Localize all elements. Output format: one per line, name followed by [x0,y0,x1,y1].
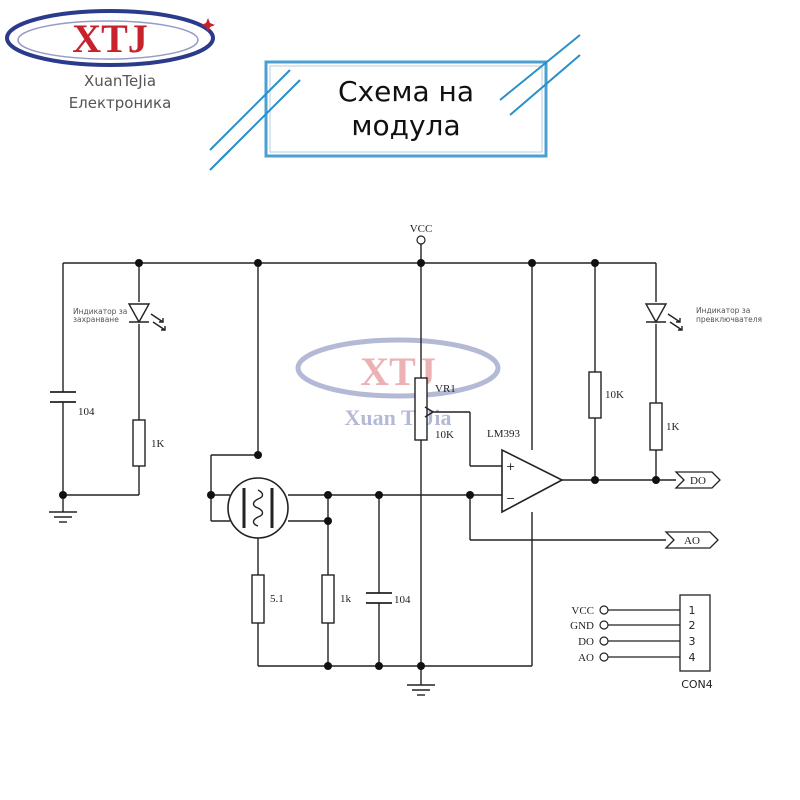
sparkle-icon [201,18,215,32]
brand-name-line1: XuanTeJia [83,72,157,90]
r-51-label: 5.1 [270,593,284,605]
resistor-r1 [132,419,146,467]
pin2-number: 2 [689,619,696,632]
vcc-label: VCC [410,223,433,235]
vcc-terminal: VCC [410,223,433,245]
resistor-pullup [588,371,602,419]
pot-label: VR1 [435,383,456,395]
opamp-minus: − [506,492,515,505]
r-1k-label: 1k [340,593,352,605]
watermark: XTJ Xuan TeJia [295,337,501,430]
capacitor-c2 [366,592,392,604]
junctions [59,259,660,670]
resistor-5-1 [251,574,265,624]
title-line1: Схема на [338,75,474,109]
wires [62,244,676,685]
c2-label: 104 [394,594,411,606]
brand-logo: XTJ [5,9,215,67]
ao-port: AO [664,531,719,549]
r-pullup-label: 10K [605,389,624,401]
logo-text: XTJ [72,16,148,61]
pin4-number: 4 [689,651,696,664]
connector-name: CON4 [681,678,713,691]
pot-value: 10K [435,429,454,441]
capacitor-c1 [50,391,76,403]
pin3-signal: DO [578,636,594,648]
pin2-signal: GND [570,620,594,632]
potentiometer-vr1 [414,377,434,441]
ground-symbol-left [49,511,77,523]
opamp-label: LM393 [487,428,521,440]
pin1-number: 1 [689,604,696,617]
left-led-label-2: захранване [73,315,119,324]
watermark-text: Xuan TeJia [345,405,452,430]
c1-label: 104 [78,406,95,418]
right-led-label-2: превключвателя [696,315,762,324]
opamp-plus: + [506,460,515,473]
page-title: Схема на модула [266,62,546,156]
pin3-number: 3 [689,635,696,648]
r-led-label: 1K [666,421,680,433]
led-switch-indicator [644,303,683,331]
led-power-indicator [127,303,166,331]
photoresistor [227,477,289,539]
do-port: DO [674,471,721,489]
ground-symbol-bottom [407,684,435,696]
pin4-signal: AO [578,652,594,664]
title-frame [209,34,581,171]
brand-name-line2: Електроника [68,94,172,112]
r1-label: 1K [151,438,165,450]
resistor-led2 [649,402,663,451]
connector-con4: VCC GND DO AO 1 2 3 4 CON4 [570,594,713,691]
pin1-signal: VCC [571,605,594,617]
comparator-lm393 [501,448,564,514]
right-led-label-1: Индикатор за [696,306,750,315]
ao-label: AO [684,535,700,547]
left-led-label-1: Индикатор за [73,307,127,316]
title-line2: модула [351,109,461,142]
resistor-1k [321,574,335,624]
do-label: DO [690,475,706,487]
